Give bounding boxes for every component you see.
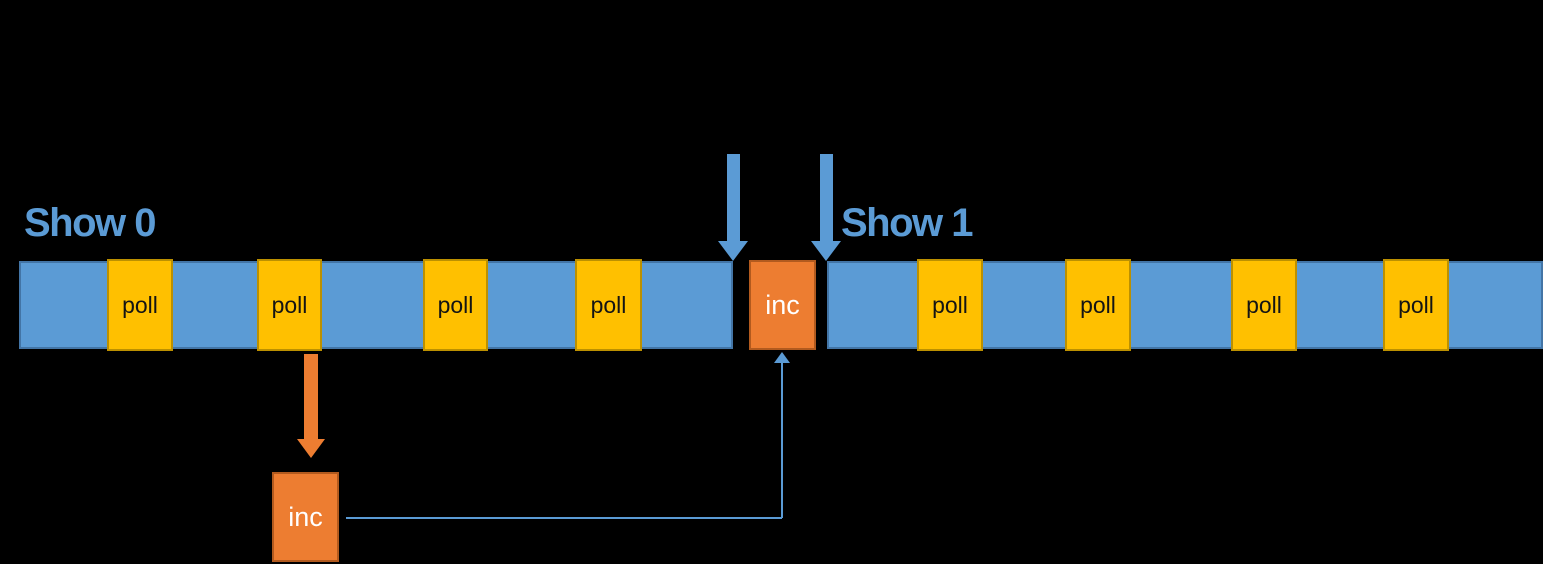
- arrow-head: [811, 241, 841, 261]
- poll-block: poll: [423, 259, 488, 351]
- arrow-shaft: [820, 154, 833, 242]
- deferred-inc-block: inc: [272, 472, 339, 562]
- poll-block: poll: [917, 259, 983, 351]
- connector-up-arrow-icon: [774, 352, 790, 363]
- connector-line-vertical: [781, 363, 783, 518]
- defer-down-arrow-icon: [297, 354, 325, 458]
- poll-block-label: poll: [437, 291, 474, 318]
- timeline-track-show1: poll poll poll poll: [827, 259, 1543, 351]
- inc-event-block: inc: [749, 260, 816, 350]
- poll-block: poll: [257, 259, 322, 351]
- arrow-shaft: [727, 154, 740, 242]
- poll-block: poll: [1383, 259, 1449, 351]
- poll-block-label: poll: [1246, 291, 1282, 318]
- arrow-head: [297, 439, 325, 458]
- poll-block-label: poll: [122, 291, 158, 318]
- deferred-inc-label: inc: [288, 501, 323, 532]
- timeline-track-show0: poll poll poll poll: [19, 259, 733, 351]
- show0-end-down-arrow-icon: [718, 154, 749, 261]
- poll-block: poll: [1065, 259, 1131, 351]
- poll-block: poll: [575, 259, 642, 351]
- show0-label: Show 0: [24, 201, 157, 245]
- poll-block-label: poll: [590, 291, 627, 318]
- poll-block-label: poll: [932, 291, 968, 318]
- arrow-shaft: [304, 354, 318, 440]
- poll-block-label: poll: [1398, 291, 1434, 318]
- poll-block: poll: [1231, 259, 1297, 351]
- poll-block-label: poll: [271, 291, 308, 318]
- poll-block: poll: [107, 259, 173, 351]
- arrow-head: [718, 241, 748, 261]
- poll-block-label: poll: [1080, 291, 1116, 318]
- show1-start-down-arrow-icon: [811, 154, 842, 261]
- show1-label: Show 1: [841, 201, 974, 245]
- inc-event-label: inc: [765, 289, 800, 320]
- connector-line-horizontal: [346, 517, 782, 519]
